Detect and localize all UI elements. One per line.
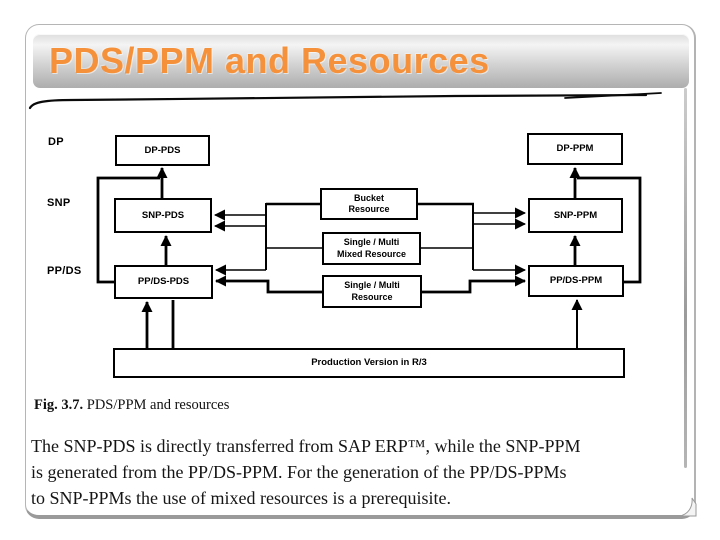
box-ppds-pds: PP/DS-PDS: [114, 265, 213, 299]
figure-caption-number: Fig. 3.7.: [34, 397, 84, 413]
box-bucket-resource: Bucket Resource: [320, 188, 418, 220]
body-line-2: is generated from the PP/DS-PPM. For the…: [31, 462, 567, 482]
box-ppds-ppm: PP/DS-PPM: [528, 265, 624, 297]
body-line-3: to SNP-PPMs the use of mixed resources i…: [31, 488, 451, 508]
figure-caption: Fig. 3.7. PDS/PPM and resources: [34, 397, 229, 414]
box-dp-ppm: DP-PPM: [527, 133, 623, 165]
body-paragraph: The SNP-PDS is directly transferred from…: [31, 433, 681, 511]
scan-page-edge-line: [684, 88, 687, 468]
row-label-snp: SNP: [47, 197, 71, 209]
box-snp-pds: SNP-PDS: [114, 198, 212, 233]
box-single-multi-resource: Single / Multi Resource: [322, 275, 422, 308]
box-production-version-r3: Production Version in R/3: [113, 348, 625, 378]
page-title: PDS/PPM and Resources: [49, 40, 490, 81]
body-line-1: The SNP-PDS is directly transferred from…: [31, 436, 581, 456]
row-label-ppds: PP/DS: [47, 265, 82, 277]
figure-caption-text: PDS/PPM and resources: [83, 397, 230, 413]
slide-header: PDS/PPM and Resources: [33, 34, 689, 88]
row-label-dp: DP: [48, 136, 64, 148]
box-dp-pds: DP-PDS: [115, 135, 210, 166]
box-single-multi-mixed-resource: Single / Multi Mixed Resource: [322, 232, 421, 265]
box-snp-ppm: SNP-PPM: [528, 198, 623, 233]
